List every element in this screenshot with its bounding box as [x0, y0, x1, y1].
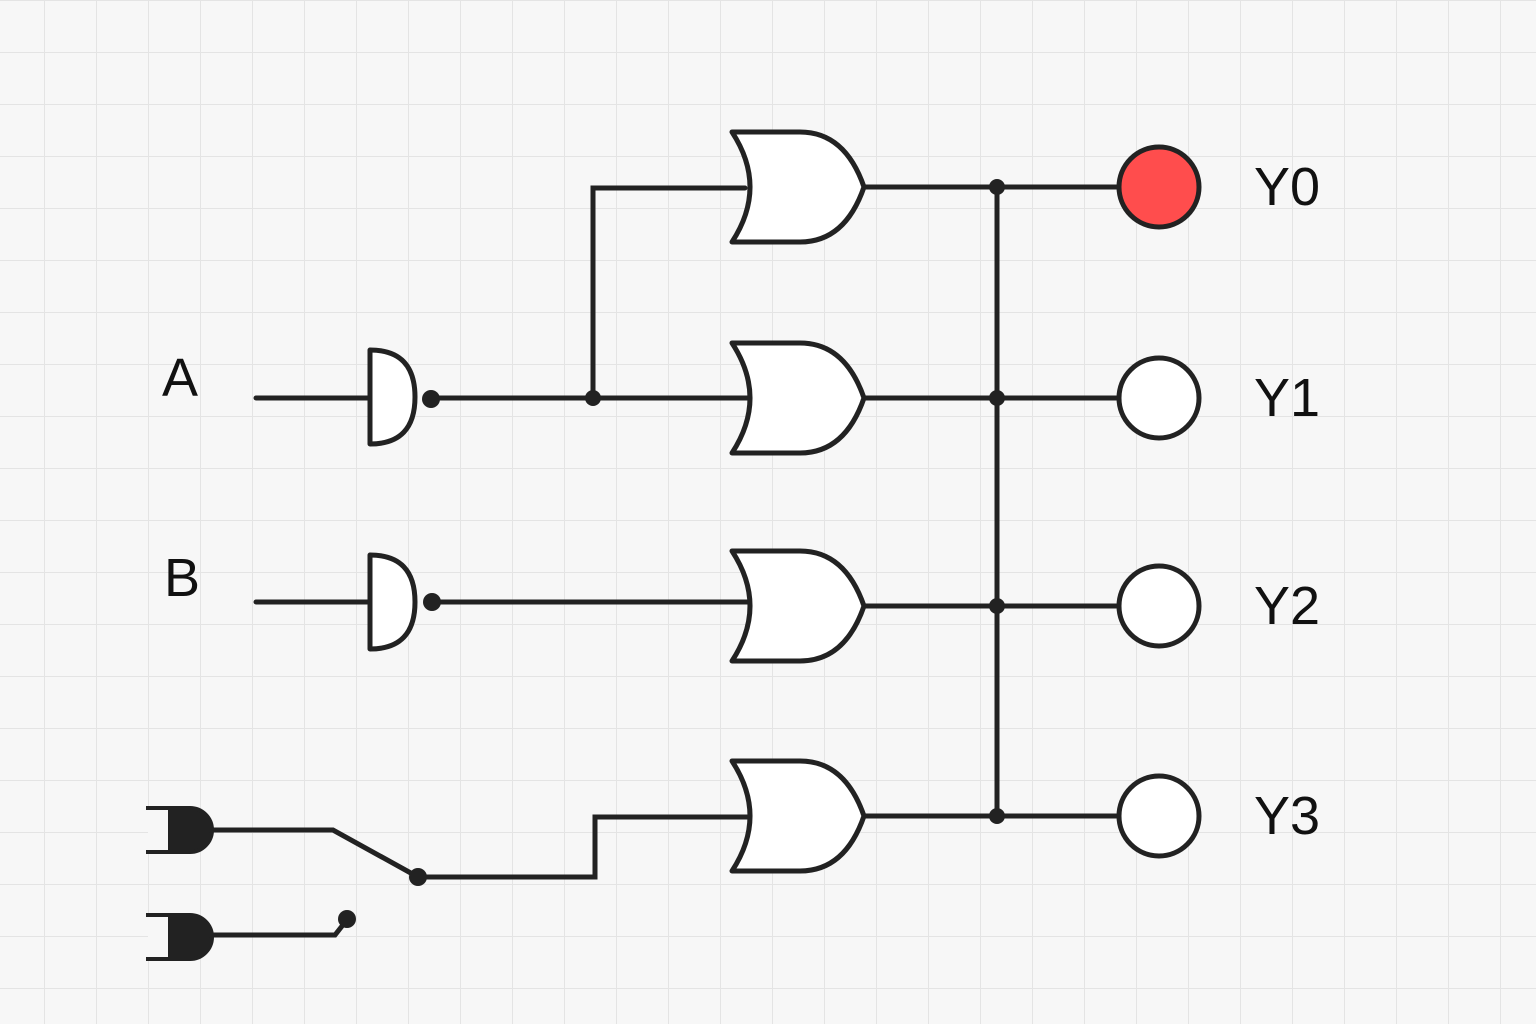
- power-source-1-icon: [146, 806, 214, 854]
- switch-contact-terminal: [338, 910, 356, 928]
- output-led-y1: [1116, 355, 1202, 441]
- bus-junction-3: [989, 808, 1005, 824]
- output-led-y3: [1116, 773, 1202, 859]
- bus-junction-2: [989, 598, 1005, 614]
- or-gate-1-icon: [729, 340, 867, 456]
- or-gate-3-icon: [729, 758, 867, 874]
- input-label-b: B: [164, 548, 200, 608]
- bus-junction-0: [989, 179, 1005, 195]
- gate-a-icon: [367, 347, 418, 447]
- input-label-a: A: [162, 348, 198, 408]
- wire-switch-to-or3: [415, 814, 751, 880]
- gate-b-icon: [367, 552, 418, 652]
- output-label-y2: Y2: [1254, 576, 1320, 636]
- output-led-y0: [1116, 144, 1202, 230]
- power-source-2-icon: [146, 913, 214, 961]
- bus-junction-1: [989, 390, 1005, 406]
- switch-lever[interactable]: [207, 827, 421, 880]
- or-gate-2-icon: [729, 548, 867, 664]
- or-gate-0-icon: [729, 129, 867, 245]
- output-label-y3: Y3: [1254, 786, 1320, 846]
- output-led-y2: [1116, 563, 1202, 649]
- junction-a: [585, 390, 601, 406]
- switch-contact-wire: [207, 918, 349, 938]
- output-label-y1: Y1: [1254, 368, 1320, 428]
- output-label-y0: Y0: [1254, 157, 1320, 217]
- wire-a-to-or0: [590, 185, 748, 401]
